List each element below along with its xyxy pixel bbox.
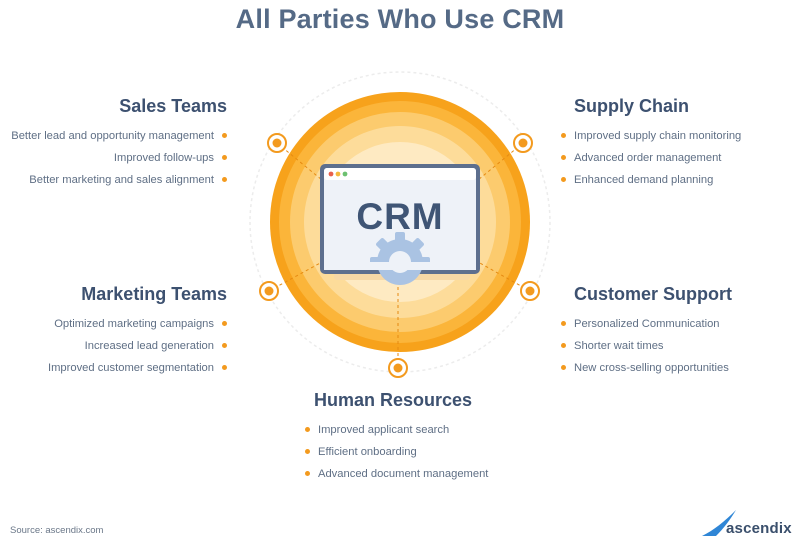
- group-heading: Customer Support: [574, 284, 733, 304]
- node-sales: [267, 133, 287, 153]
- list-item: Personalized Communication: [561, 313, 732, 335]
- node-hr: [388, 358, 408, 378]
- group-customer-support: Customer Support Personalized Communicat…: [561, 284, 733, 379]
- list-item: Advanced document management: [305, 463, 488, 485]
- connector-supply: [477, 142, 524, 181]
- crm-label: CRM: [356, 196, 444, 237]
- group-sales-teams: Sales Teams Better lead and opportunity …: [11, 96, 227, 191]
- connector-marketing: [268, 261, 323, 292]
- list-item: Increased lead generation: [48, 335, 228, 357]
- list-item: Efficient onboarding: [305, 441, 488, 463]
- crm-window-icon: [320, 164, 480, 285]
- ascendix-logo-mark: [702, 510, 736, 536]
- ascendix-logo-text: ascendix: [726, 520, 792, 537]
- list-item: Optimized marketing campaigns: [48, 313, 228, 335]
- node-supply: [513, 133, 533, 153]
- list-item: Shorter wait times: [561, 335, 732, 357]
- connector-sales: [276, 142, 323, 181]
- list-item: Enhanced demand planning: [561, 169, 741, 191]
- list-item: Improved supply chain monitoring: [561, 125, 741, 147]
- node-support: [520, 281, 540, 301]
- list-item: New cross-selling opportunities: [561, 357, 732, 379]
- group-heading: Supply Chain: [574, 96, 690, 116]
- group-heading: Human Resources: [314, 390, 473, 410]
- node-marketing: [259, 281, 279, 301]
- group-marketing-teams: Marketing Teams Optimized marketing camp…: [48, 284, 228, 379]
- list-item: Improved follow-ups: [11, 147, 227, 169]
- group-supply-chain: Supply Chain Improved supply chain monit…: [561, 96, 741, 191]
- source-credit: Source: ascendix.com: [10, 525, 104, 536]
- group-heading: Marketing Teams: [81, 284, 227, 304]
- list-item: Advanced order management: [561, 147, 741, 169]
- list-item: Improved applicant search: [305, 419, 488, 441]
- connector-support: [477, 261, 531, 292]
- page-title: All Parties Who Use CRM: [235, 4, 565, 34]
- list-item: Better lead and opportunity management: [11, 125, 227, 147]
- list-item: Improved customer segmentation: [48, 357, 228, 379]
- group-human-resources: Human Resources Improved applicant searc…: [305, 390, 488, 485]
- list-item: Better marketing and sales alignment: [11, 169, 227, 191]
- group-heading: Sales Teams: [119, 96, 227, 116]
